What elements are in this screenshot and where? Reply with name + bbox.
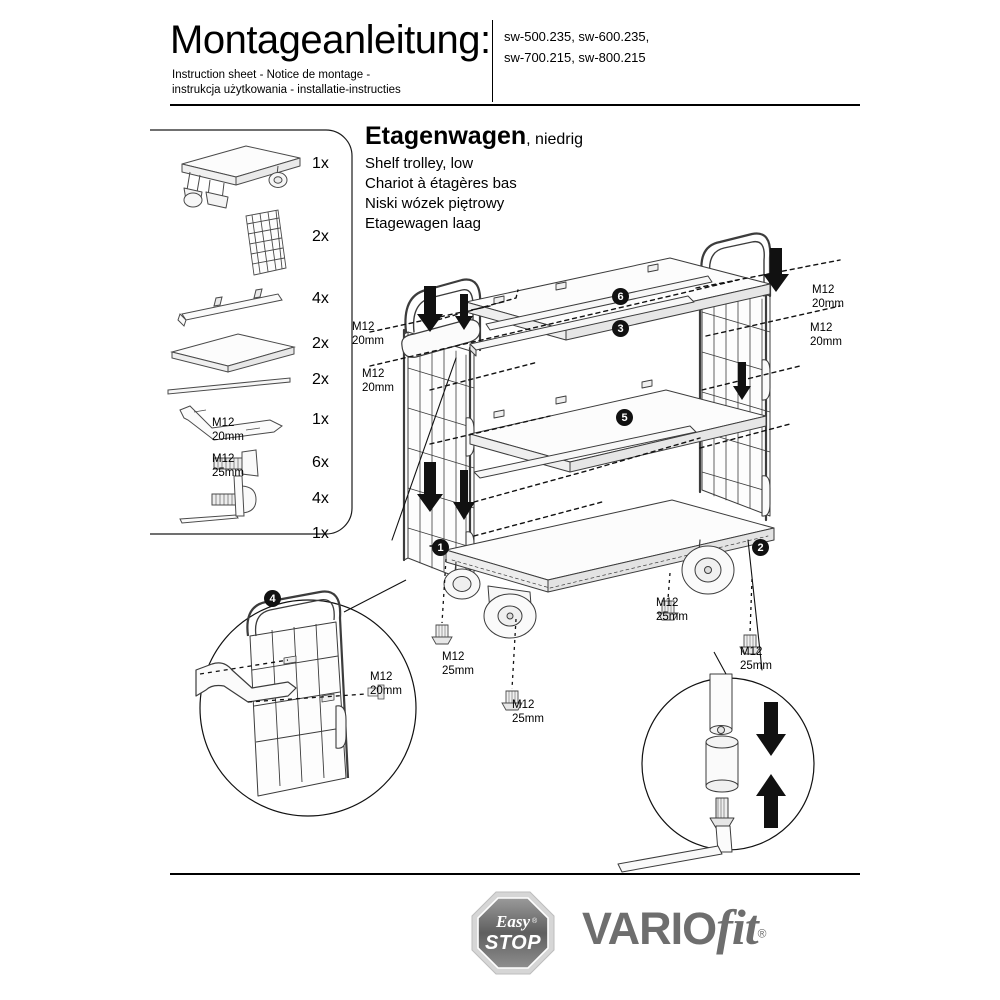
label-m12-20mm-right-upper-line2: 20mm xyxy=(812,298,844,310)
detail-arrows xyxy=(756,702,786,828)
label-m12-25mm-d: M12 25mm xyxy=(740,645,772,673)
part-icon-hex-head-bolt xyxy=(213,449,259,477)
bolt-glyphs xyxy=(493,263,659,419)
label-m12-20mm-detail4-line2: 20mm xyxy=(370,685,402,697)
product-name-pl: Niski wózek piętrowy xyxy=(365,195,505,212)
product-variant-de: , niedrig xyxy=(526,131,584,148)
label-m12-25mm-a-line1: M12 xyxy=(442,651,465,663)
product-name-en: Shelf trolley, low xyxy=(365,155,474,172)
label-m12-25mm-b: M12 25mm xyxy=(512,698,544,726)
part-size-dome-head-bolt-line1: M12 xyxy=(212,453,235,465)
callout-marker-6: 6 xyxy=(612,288,629,305)
easystop-registered-mark: ® xyxy=(532,918,538,925)
model-codes-line1: sw-500.235, sw-600.235, xyxy=(504,29,650,44)
part-icon-shelf-board xyxy=(170,333,296,373)
callout-marker-2: 2 xyxy=(752,539,769,556)
easystop-logo: Easy ® STOP xyxy=(470,890,556,976)
callout-marker-1: 1 xyxy=(432,539,449,556)
document-header: Montageanleitung: Instruction sheet - No… xyxy=(170,18,860,102)
shelf-support-rail-mid xyxy=(473,425,697,479)
part-icon-push-handle-bracket xyxy=(179,405,283,441)
label-m12-25mm-b-line2: 25mm xyxy=(512,713,544,725)
part-qty-shelf-support-rail: 4x xyxy=(312,290,329,307)
label-m12-20mm-left-lower-line2: 20mm xyxy=(362,382,394,394)
part-qty-dome-head-bolt: 4x xyxy=(312,490,329,507)
product-title-block: Etagenwagen, niedrig Shelf trolley, low … xyxy=(365,122,583,234)
label-m12-20mm-left-lower: M12 20mm xyxy=(362,367,394,395)
part-qty-push-handle-bracket: 1x xyxy=(312,411,329,428)
shelf-support-rail-upper xyxy=(469,275,713,357)
parts-list-panel: 1x 2x 4x 2x 2x 1x 6x 4x 1x M12 20mm M12 … xyxy=(150,128,355,542)
label-m12-20mm-detail4: M12 20mm xyxy=(370,670,402,698)
label-m12-20mm-left-upper: M12 20mm xyxy=(352,320,384,348)
label-m12-20mm-detail4-line1: M12 xyxy=(370,671,393,683)
model-codes-line2: sw-700.215, sw-800.215 xyxy=(504,50,646,65)
label-m12-25mm-b-line1: M12 xyxy=(512,699,535,711)
product-name-fr: Chariot à étagères bas xyxy=(365,175,517,192)
detail-view-caster xyxy=(617,651,848,878)
label-m12-25mm-a: M12 25mm xyxy=(442,650,474,678)
footer: Easy ® STOP VARIOfit® xyxy=(170,880,860,990)
product-name-nl: Etagewagen laag xyxy=(365,215,481,232)
label-m12-20mm-right-upper-line1: M12 xyxy=(812,284,835,296)
part-size-dome-head-bolt-line2: 25mm xyxy=(212,467,244,479)
part-size-hex-head-bolt-line2: 20mm xyxy=(212,431,244,443)
footer-rule xyxy=(170,873,860,875)
detail-view-4 xyxy=(195,578,426,828)
part-qty-cross-brace-rod: 2x xyxy=(312,371,329,388)
part-size-hex-head-bolt: M12 20mm xyxy=(212,416,244,444)
variofit-label-fit: fit xyxy=(716,899,758,955)
part-size-hex-head-bolt-line1: M12 xyxy=(212,417,235,429)
part-icon-mesh-side-panel xyxy=(245,209,287,276)
label-m12-20mm-left-lower-line1: M12 xyxy=(362,368,385,380)
part-qty-shelf-board: 2x xyxy=(312,335,329,352)
part-qty-platform-base-with-casters: 1x xyxy=(312,155,329,172)
label-m12-20mm-right-lower-line2: 20mm xyxy=(810,336,842,348)
label-m12-20mm-right-upper: M12 20mm xyxy=(812,283,844,311)
caster-wheels xyxy=(443,539,735,639)
header-divider-vertical xyxy=(492,20,493,102)
label-m12-25mm-c-line2: 25mm xyxy=(656,611,688,623)
label-m12-25mm-a-line2: 25mm xyxy=(442,665,474,677)
page-title: Montageanleitung: xyxy=(170,18,491,62)
easystop-label-easy: Easy xyxy=(496,912,530,931)
label-m12-25mm-d-line1: M12 xyxy=(740,646,763,658)
label-m12-20mm-right-lower: M12 20mm xyxy=(810,321,842,349)
part-icon-shelf-support-rail xyxy=(177,288,283,327)
part-qty-allen-key: 1x xyxy=(312,525,329,542)
part-qty-mesh-side-panel: 2x xyxy=(312,228,329,245)
product-name-de-text: Etagenwagen xyxy=(365,122,527,150)
header-subtitle: Instruction sheet - Notice de montage - … xyxy=(172,68,401,98)
header-subtitle-line1: Instruction sheet - Notice de montage - xyxy=(172,69,371,81)
header-subtitle-line2: instrukcja użytkowania - installatie-ins… xyxy=(172,84,401,96)
right-mesh-panel xyxy=(698,232,772,522)
callout-marker-3: 3 xyxy=(612,320,629,337)
callout-marker-4: 4 xyxy=(264,590,281,607)
part-icon-cross-brace-rod xyxy=(167,377,291,395)
label-m12-25mm-c-line1: M12 xyxy=(656,597,679,609)
callout-marker-5: 5 xyxy=(616,409,633,426)
easystop-label-stop: STOP xyxy=(484,932,542,954)
label-m12-25mm-d-line2: 25mm xyxy=(740,660,772,672)
part-size-dome-head-bolt: M12 25mm xyxy=(212,452,244,480)
part-qty-hex-head-bolt: 6x xyxy=(312,454,329,471)
direction-arrows xyxy=(417,248,789,520)
part-icon-platform-base-with-casters xyxy=(181,145,301,209)
base-platform xyxy=(445,499,775,593)
base-bolt-callouts xyxy=(420,545,820,745)
label-m12-20mm-left-upper-line1: M12 xyxy=(352,321,375,333)
header-rule xyxy=(170,104,860,106)
label-m12-20mm-left-upper-line2: 20mm xyxy=(352,335,384,347)
part-icon-dome-head-bolt xyxy=(211,485,257,514)
product-name-de: Etagenwagen, niedrig xyxy=(365,122,583,154)
variofit-label-vario: VARIO xyxy=(582,903,717,954)
part-icon-allen-key xyxy=(179,475,245,524)
variofit-logo: VARIOfit® xyxy=(582,898,766,956)
label-m12-25mm-c: M12 25mm xyxy=(656,596,688,624)
label-m12-20mm-right-lower-line1: M12 xyxy=(810,322,833,334)
model-codes: sw-500.235, sw-600.235, sw-700.215, sw-8… xyxy=(504,26,649,68)
variofit-registered-mark: ® xyxy=(757,926,767,941)
